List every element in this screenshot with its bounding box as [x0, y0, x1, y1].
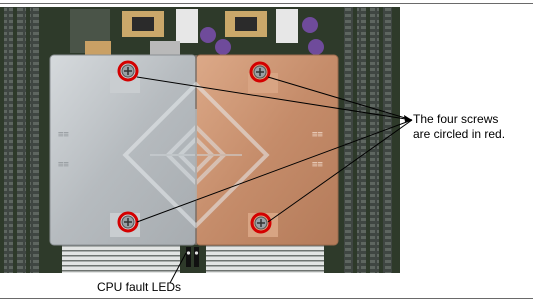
vent-right — [206, 243, 324, 273]
cpu-fault-leds-label: CPU fault LEDs — [97, 280, 182, 294]
svg-text:≡≡: ≡≡ — [58, 160, 69, 170]
memory-slots-left — [4, 7, 39, 273]
cpu-fault-leds — [186, 247, 199, 267]
screws-callout-line1: The four screws — [413, 112, 499, 126]
top-rule — [0, 3, 533, 4]
screw-circle-icon — [117, 60, 139, 82]
vent-left — [62, 243, 180, 273]
svg-text:≡≡: ≡≡ — [58, 130, 69, 140]
screws-callout-line2: are circled in red. — [413, 127, 506, 141]
screw-top-left — [117, 60, 139, 82]
embossed-logo — [122, 81, 270, 229]
screw-bottom-right — [250, 212, 272, 234]
svg-text:≡≡: ≡≡ — [312, 160, 323, 170]
screw-circle-icon — [250, 212, 272, 234]
svg-text:≡≡: ≡≡ — [312, 130, 323, 140]
screw-circle-icon — [249, 61, 271, 83]
memory-slots-right — [344, 7, 392, 273]
heatsink-left: ≡≡ ≡≡ — [49, 54, 197, 246]
bottom-rule — [0, 298, 533, 299]
screw-top-right — [249, 61, 271, 83]
